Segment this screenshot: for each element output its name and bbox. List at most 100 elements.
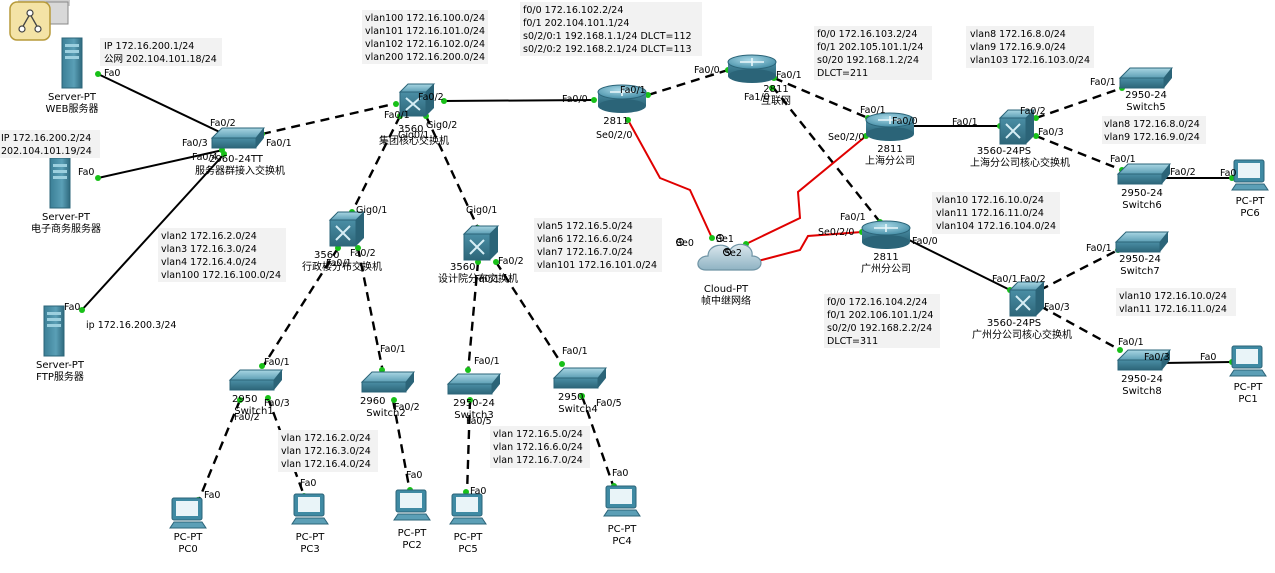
- ecommerce-server[interactable]: [49, 157, 71, 209]
- annotation-line: vlan10 172.16.10.0/24: [1119, 291, 1227, 302]
- guangzhou-core-switch[interactable]: [1008, 281, 1046, 317]
- annotation-line: vlan 172.16.7.0/24: [493, 455, 583, 466]
- link-inet-sh: [773, 76, 869, 120]
- switch6-vlans-annotation: vlan8 172.16.8.0/24 vlan9 172.16.9.0/24: [1104, 119, 1200, 143]
- cfg-box: [824, 294, 940, 348]
- switch3[interactable]: [446, 373, 502, 395]
- device-name-label: 电子商务服务器: [31, 222, 101, 235]
- shanghai-vlans-annotation: vlan8 172.16.8.0/24 vlan9 172.16.9.0/24 …: [970, 29, 1090, 66]
- device-model-label: PC-PT: [296, 532, 326, 543]
- link-sw4-pc4: [580, 395, 616, 489]
- link-sw2-pc2: [391, 399, 412, 493]
- annotation-line: vlan104 172.16.104.0/24: [936, 221, 1056, 232]
- switch4[interactable]: [552, 367, 608, 389]
- port-label: Fa0/1: [474, 356, 500, 367]
- port-label: Gig0/1: [398, 130, 429, 141]
- annotation-line: vlan4 172.16.4.0/24: [161, 257, 257, 268]
- device-name-label: Switch5: [1126, 102, 1165, 113]
- switch7[interactable]: [1114, 231, 1170, 253]
- port-label: Fa0/2: [498, 256, 524, 267]
- annotation-line: vlan100 172.16.100.0/24: [365, 13, 485, 24]
- pc4[interactable]: [603, 485, 641, 517]
- port-label: Fa0/1: [326, 258, 352, 269]
- device-model-label: 2811: [877, 144, 902, 155]
- switch6[interactable]: [1116, 163, 1172, 185]
- pc3[interactable]: [291, 493, 329, 525]
- device-model-label: 2950-24: [453, 398, 495, 409]
- annotation-line: f0/1 202.106.101.1/24: [827, 310, 933, 321]
- device-model-label: 2811: [763, 84, 788, 95]
- server-access-switch[interactable]: [210, 127, 266, 149]
- link-sw1-pc0: [196, 399, 242, 503]
- annotation-line: vlan8 172.16.8.0/24: [1104, 119, 1200, 130]
- switch1[interactable]: [228, 369, 284, 391]
- port-dot: [79, 307, 85, 313]
- cfg-box: [534, 218, 662, 272]
- port-label: Fa0/2: [394, 402, 420, 413]
- annotation-line: vlan3 172.16.3.0/24: [161, 244, 257, 255]
- topology-icon[interactable]: [9, 0, 70, 41]
- port-label: Fa0/1: [1086, 243, 1112, 254]
- hq-router[interactable]: [597, 84, 647, 113]
- port-label: Fa0/1: [620, 85, 646, 96]
- link-admin-sw1: [260, 247, 340, 369]
- port-dot: [645, 92, 651, 98]
- shanghai-core-switch[interactable]: [998, 109, 1036, 145]
- annotation-line: s0/2/0 192.168.2.2/24: [827, 323, 932, 334]
- port-label: Se0/2/0: [828, 132, 864, 143]
- annotation-line: vlan 172.16.3.0/24: [281, 446, 371, 457]
- design-distribution-switch[interactable]: [462, 225, 500, 261]
- guangzhou-router[interactable]: [861, 220, 911, 249]
- annotation-line: IP 172.16.200.2/24: [1, 133, 91, 144]
- annotation-line: f0/0 172.16.103.2/24: [817, 29, 917, 40]
- port-dot: [95, 71, 101, 77]
- device-name-label: 行政楼分布交换机: [302, 260, 382, 273]
- link-core-design: [424, 115, 480, 229]
- port-dot: [591, 97, 597, 103]
- pc5[interactable]: [449, 493, 487, 525]
- switch5[interactable]: [1118, 67, 1174, 89]
- internet-router[interactable]: [727, 54, 777, 83]
- port-dot: [709, 235, 715, 241]
- link-cloud-gz: [753, 231, 863, 263]
- guangzhou-router-annotation: f0/0 172.16.104.2/24 f0/1 202.106.101.1/…: [827, 297, 933, 347]
- annotation-line: f0/1 202.104.101.1/24: [523, 18, 629, 29]
- pc0[interactable]: [169, 497, 207, 529]
- port-label: Fa0/3: [264, 398, 290, 409]
- link-gzcore-sw8: [1039, 304, 1121, 352]
- admin-distribution-switch[interactable]: [328, 211, 366, 247]
- port-label: Gig0/2: [426, 120, 457, 131]
- port-label: Fa0/2: [1170, 167, 1196, 178]
- switch2[interactable]: [360, 371, 416, 393]
- cfg-box: [966, 26, 1094, 68]
- device-model-label: 3560-24PS: [987, 318, 1041, 329]
- port-label: Fa0/0: [694, 65, 720, 76]
- group-core-switch[interactable]: [398, 83, 436, 117]
- link-ecommerce-server: [97, 149, 224, 179]
- link-cloud-sh: [745, 135, 867, 245]
- port-label: Fa0/4: [192, 152, 218, 163]
- device-model-label: Server-PT: [42, 212, 91, 223]
- device-model-label: 2950-24: [1121, 188, 1163, 199]
- link-web-server: [97, 73, 229, 137]
- switch3-vlans-annotation: vlan 172.16.5.0/24 vlan 172.16.6.0/24 vl…: [493, 429, 583, 466]
- group-core-annotation: vlan100 172.16.100.0/24 vlan101 172.16.1…: [365, 13, 485, 63]
- port-dot: [259, 363, 265, 369]
- annotation-line: IP 172.16.200.1/24: [104, 41, 194, 52]
- ftp-server[interactable]: [43, 305, 65, 357]
- device-name-label: 服务器群接入交换机: [195, 164, 285, 177]
- device-name-label: FTP服务器: [36, 370, 84, 383]
- port-dot: [265, 395, 271, 401]
- pc1[interactable]: [1229, 345, 1267, 377]
- shanghai-router[interactable]: [865, 112, 915, 141]
- annotation-line: vlan103 172.16.103.0/24: [970, 55, 1090, 66]
- web-server[interactable]: [61, 37, 83, 89]
- pc6[interactable]: [1231, 159, 1269, 191]
- device-model-label: 2960-24TT: [209, 154, 264, 165]
- switch8[interactable]: [1116, 349, 1172, 371]
- annotation-line: vlan10 172.16.10.0/24: [936, 195, 1044, 206]
- port-label: Se0/2/0: [596, 130, 632, 141]
- port-dot: [559, 361, 565, 367]
- pc2[interactable]: [393, 489, 431, 521]
